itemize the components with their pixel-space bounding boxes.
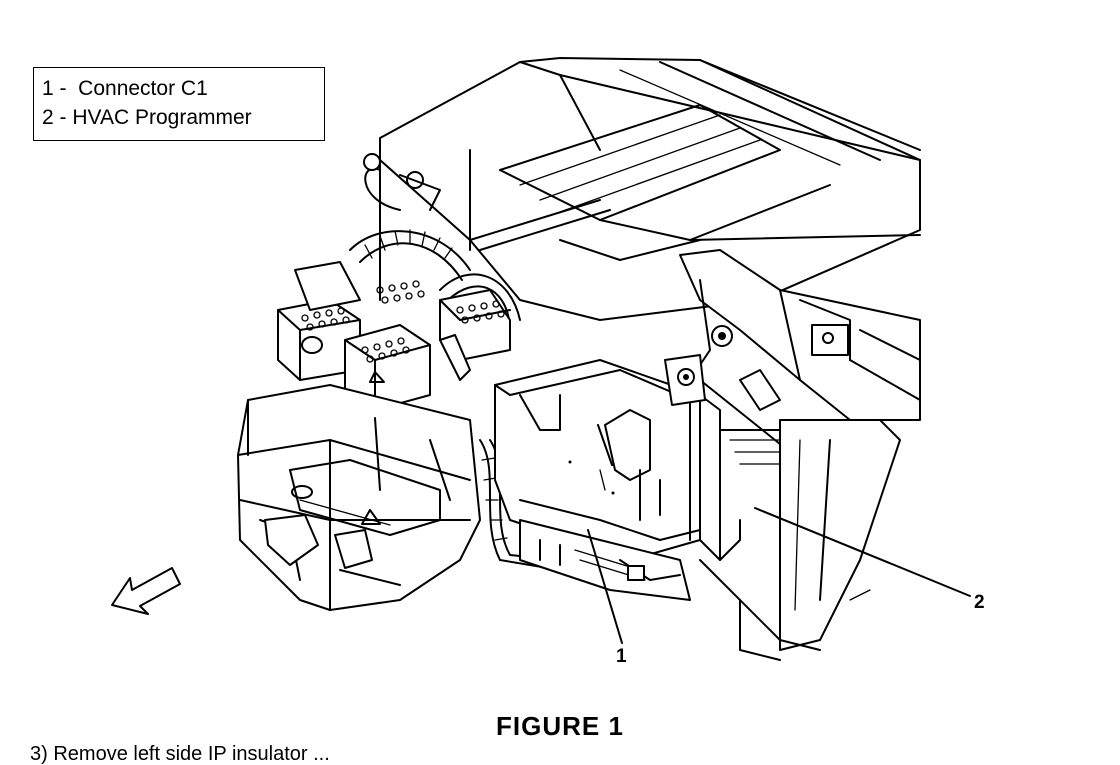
connector-blocks bbox=[277, 261, 511, 411]
cutoff-instruction-text: 3) Remove left side IP insulator ... bbox=[30, 743, 330, 765]
callout-2-leader bbox=[754, 507, 971, 597]
callout-1-leader bbox=[587, 529, 623, 644]
hvac-side-structure bbox=[679, 249, 921, 661]
legend-item-hvac-programmer: 2 - HVAC Programmer bbox=[42, 106, 252, 129]
wiring-harness bbox=[349, 153, 561, 571]
legend-item-connector-c1: 1 - Connector C1 bbox=[42, 77, 208, 100]
figure-caption: FIGURE 1 bbox=[496, 711, 624, 741]
callout-number-programmer: 2 bbox=[974, 592, 985, 613]
forward-arrow-icon bbox=[111, 567, 181, 615]
hvac-duct-housing bbox=[379, 57, 921, 321]
lower-housing bbox=[237, 384, 481, 611]
callout-number-connector: 1 bbox=[616, 646, 627, 667]
legend-box: 1 - Connector C1 2 - HVAC Programmer bbox=[33, 67, 325, 141]
hvac-programmer-drawing bbox=[494, 354, 741, 561]
connector-c1-drawing bbox=[519, 519, 691, 601]
